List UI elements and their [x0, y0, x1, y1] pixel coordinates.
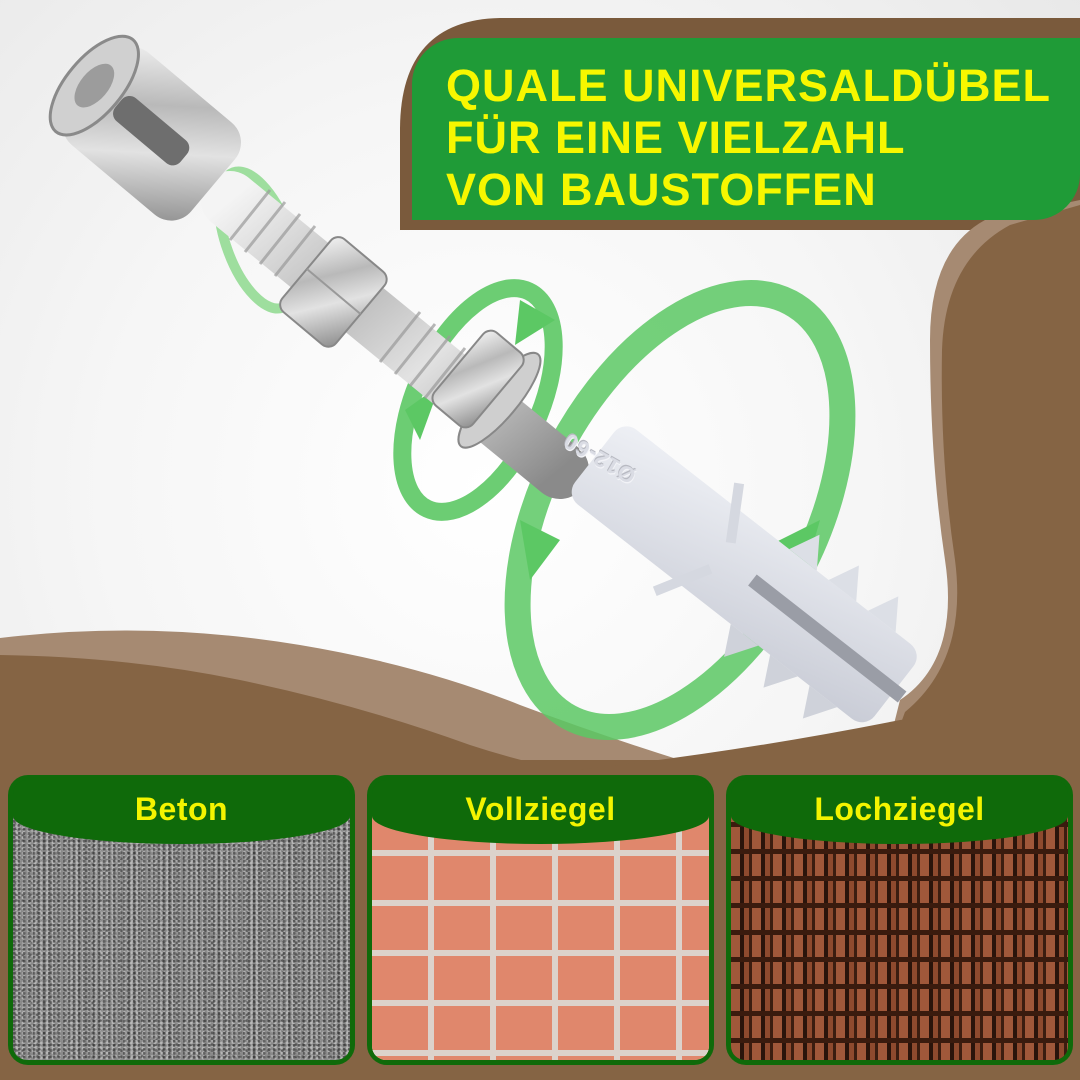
headline-banner: QUALE UNIVERSALDÜBEL FÜR EINE VIELZAHL V…	[412, 38, 1080, 220]
nylon-dowel	[571, 426, 917, 723]
material-label: Vollziegel	[465, 791, 616, 827]
threaded-bolt	[201, 171, 589, 499]
clamp-head	[48, 34, 242, 221]
material-tiles: Beton Vollziegel Lochziegel	[0, 772, 1080, 1080]
headline-line-2: FÜR EINE VIELZAHL	[446, 112, 906, 163]
material-tile-lochziegel: Lochziegel	[726, 775, 1073, 1065]
material-label: Beton	[134, 791, 229, 827]
material-label: Lochziegel	[814, 791, 985, 827]
material-tile-vollziegel: Vollziegel	[367, 775, 714, 1065]
headline-line-1: QUALE UNIVERSALDÜBEL	[446, 60, 1052, 111]
headline-line-3: VON BAUSTOFFEN	[446, 164, 877, 215]
material-tile-beton: Beton	[8, 775, 355, 1065]
hex-nut-washer	[431, 329, 542, 449]
hex-nut	[279, 236, 388, 348]
